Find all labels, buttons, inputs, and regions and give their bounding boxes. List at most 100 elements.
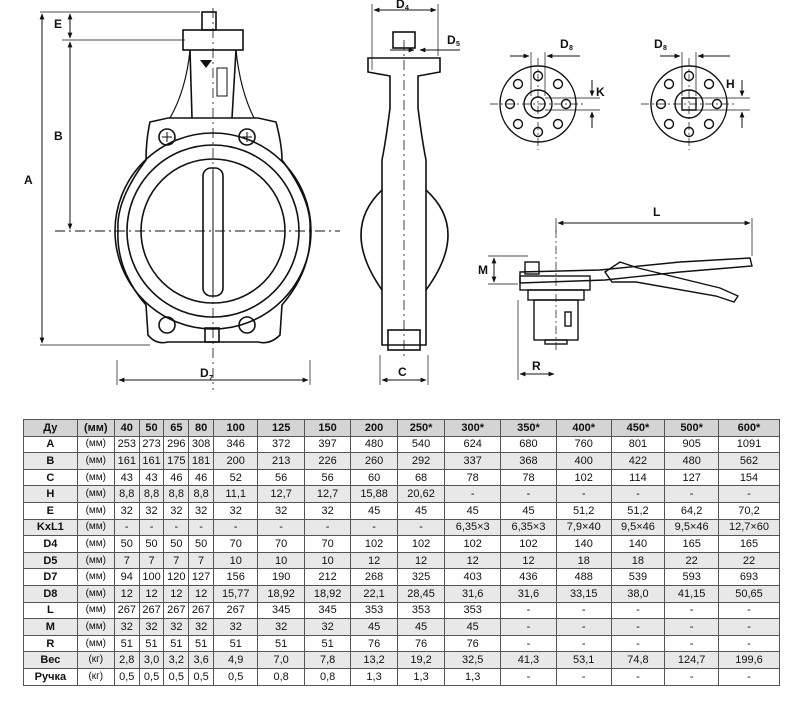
table-cell: 18,92 [303,584,352,603]
table-cell: 94 [113,568,140,586]
table-cell: 161 [113,452,140,470]
table-cell: - [717,634,781,653]
table-cell: 905 [664,435,719,454]
table-cell: 45 [350,618,398,636]
table-cell: 8,8 [113,485,140,503]
table-cell: 488 [555,568,612,586]
table-cell: 45 [500,501,557,520]
table-cell: - [350,518,398,537]
table-cell: 32 [257,618,305,636]
row-unit: (кг) [76,651,115,669]
row-param: E [23,501,78,520]
table-cell: 0,5 [163,667,190,686]
table-cell: 51 [212,634,259,653]
dim-label-e: E [54,17,62,31]
row-unit: (мм) [76,634,115,653]
table-cell: 0,5 [188,667,214,686]
table-cell: 140 [555,535,612,553]
table-cell: 562 [717,452,781,470]
table-cell: 127 [188,568,214,586]
table-cell: 32 [257,501,305,520]
side-view [360,31,449,360]
table-cell: 31,6 [444,584,502,603]
row-param: D4 [23,535,78,553]
table-cell: - [138,518,165,537]
header-dn: 50 [138,419,165,437]
table-cell: 154 [717,468,781,487]
table-cell: 10 [257,551,305,570]
table-cell: - [500,485,557,503]
table-cell: 397 [303,435,352,454]
table-cell: 12 [188,584,214,603]
table-cell: 267 [138,601,165,620]
table-cell: - [257,518,305,537]
table-cell: 3,0 [138,651,165,669]
table-cell: 175 [163,452,190,470]
table-cell: - [717,485,781,503]
table-cell: 74,8 [610,651,666,669]
table-cell: 50 [163,535,190,553]
table-cell: 32 [303,618,352,636]
row-unit: (кг) [76,667,115,686]
table-cell: 267 [188,601,214,620]
header-dn: 80 [188,419,214,437]
dim-label-d8-b: D [654,37,663,51]
table-cell: - [664,601,719,620]
table-cell: 76 [350,634,398,653]
table-cell: 10 [212,551,259,570]
dim-label-d7: D [200,366,209,380]
row-param: D7 [23,568,78,586]
table-cell: 102 [500,535,557,553]
table-cell: 13,2 [350,651,398,669]
table-cell: - [555,601,612,620]
table-cell: 436 [500,568,557,586]
table-cell: 0,8 [257,667,305,686]
table-cell: 372 [257,435,305,454]
table-cell: 32 [163,501,190,520]
table-cell: 114 [610,468,666,487]
table-cell: 124,7 [664,651,719,669]
table-cell: 32 [138,501,165,520]
table-cell: 593 [664,568,719,586]
table-cell: - [664,667,719,686]
handle-view [519,230,753,350]
dim-label-k: K [596,85,605,99]
table-cell: 12 [113,584,140,603]
table-cell: - [500,618,557,636]
table-cell: 12 [163,584,190,603]
table-cell: 140 [610,535,666,553]
table-cell: 267 [163,601,190,620]
table-cell: 45 [444,618,502,636]
table-cell: 6,35×3 [500,518,557,537]
table-cell: 7 [188,551,214,570]
table-cell: - [555,634,612,653]
dim-label-m: M [478,263,488,277]
table-cell: - [610,667,666,686]
row-param: A [23,435,78,454]
table-cell: 32 [113,618,140,636]
table-cell: 33,15 [555,584,612,603]
table-cell: 7,8 [303,651,352,669]
table-cell: 9,5×46 [610,518,666,537]
table-cell: 12,7 [257,485,305,503]
row-param: D8 [23,584,78,603]
table-cell: 32 [188,618,214,636]
header-dn: 500* [664,419,719,437]
table-cell: 3,6 [188,651,214,669]
table-cell: 32 [138,618,165,636]
table-cell: 18,92 [257,584,305,603]
table-cell: 76 [396,634,446,653]
dim-label-d8-a: D [560,37,569,51]
table-cell: 308 [188,435,214,454]
table-cell: 539 [610,568,666,586]
dim-label-b: B [54,129,63,143]
table-cell: 102 [444,535,502,553]
